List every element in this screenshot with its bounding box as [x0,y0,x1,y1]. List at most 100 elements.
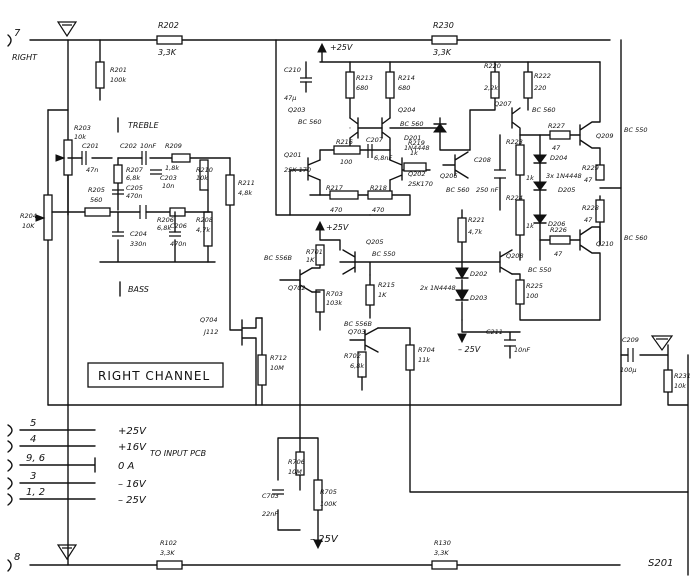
wire-R217-R218 [309,194,411,216]
R712-name: R712 [270,354,287,362]
C202-value: 10nF [140,142,156,150]
capacitor-C205 [112,189,124,195]
wire-servo-integrator [277,279,319,541]
transistor-Q202 [389,157,431,181]
board-label: S201 [648,558,673,569]
resistor-R130 [431,560,458,570]
arrow-m25-mid [457,333,467,344]
R229-value: 47 [584,176,593,184]
potentiometer-R204 [43,194,53,241]
R703-name: R703 [326,290,343,298]
Q207-name: Q207 [494,100,512,108]
resistor-R211 [225,174,235,206]
C703-name: C703 [262,492,279,500]
resistor-R205 [84,207,111,217]
Q204-value: BC 560 [400,120,423,128]
transistor-Q201 [289,157,321,181]
transistor-Q208 [499,249,513,275]
capacitor-C703 [272,489,284,495]
R228-name: R228 [582,204,599,212]
D203-name: D203 [470,294,487,302]
diode-D203 [455,289,469,301]
wiper-R204 [35,214,46,222]
amp-box [275,39,371,216]
bass-label: BASS [128,285,149,294]
R216-name: R216 [336,138,353,146]
diode-D205 [533,181,547,191]
R207-name: R207 [126,166,144,174]
resistor-R206 [169,207,186,217]
R224-value: 1k [526,222,534,230]
R226-value: 47 [554,250,563,258]
R214-value: 680 [398,84,410,92]
R222-name: R222 [534,72,551,80]
resistor-R209 [171,153,191,163]
resistor-R202 [156,35,183,45]
wire-bass-caps [99,211,216,263]
to-input-pcb-wrap: TO INPUT PCB [150,449,207,458]
connector-wires [19,429,96,500]
wire-R703 [311,264,321,331]
Q210-name: Q210 [596,240,614,248]
wire-Q205-Q208 [339,261,501,321]
C206-name: C206 [170,222,187,230]
C207-name: C207 [366,136,384,144]
Q201-name: Q201 [284,151,302,159]
R209-name: R209 [165,142,182,150]
resistor-R210 [199,159,209,191]
diode-D202 [455,267,469,279]
C203-name: C203 [160,174,177,182]
Q206-name: Q206 [440,172,458,180]
arrow-p25-top [317,42,327,53]
R102-name: R102 [160,539,177,547]
resistor-R230 [431,35,458,45]
arrow-m25-bot [313,539,323,550]
wire-R220-R222 [469,61,529,151]
capacitor-C201 [81,151,87,165]
diode-D201 [433,123,447,133]
R208-value: 4,7k [196,226,210,234]
supply-p25-label: +25V [118,426,147,437]
resistor-R704 [405,344,415,371]
R217-value: 470 [330,206,342,214]
R207-value: 6,8k [126,174,140,182]
terminal-8-label: 8 [14,552,20,563]
R205-name: R205 [88,186,105,194]
Q702-name: Q702 [288,284,306,292]
terminal-5-label: 5 [30,418,36,429]
R220-name: R220 [484,62,501,70]
capacitor-C209 [627,348,634,362]
resistor-R703 [315,289,325,313]
resistor-R220 [490,71,500,99]
resistor-R221 [457,217,467,243]
C703-value: 22nF [262,510,278,518]
treble-label: TREBLE [128,121,159,130]
rail-p25 [319,49,601,63]
R220-value: 2,2k [484,84,498,92]
R231-value: 10k [674,382,686,390]
C201-value: 47n [86,166,98,174]
R705-value: 100K [320,500,337,508]
terminal-7-hook [7,34,12,47]
Q203-name: Q203 [288,106,306,114]
capacitor-C206 [169,231,181,237]
wire-R213-R214 [349,61,391,119]
C207-value: 6,8nF [374,154,392,162]
resistor-R705 [313,479,323,511]
C210-value: 47µ [284,94,296,102]
R228-value: 47 [584,216,593,224]
resistor-R213 [345,71,355,99]
ground-triangle-bottom [56,544,78,561]
R223-value: 1k [526,174,534,182]
wire-m25-rail [461,319,521,359]
D201-name: D201 [404,134,421,142]
supply-p16-label: +16V [118,442,147,453]
C210-name: C210 [284,66,301,74]
R712-value: 10M [270,364,284,372]
R701-value: 1K [306,256,315,264]
to-input-pcb-label: TO INPUT PCB [150,449,207,458]
terminal-3-label: 3 [30,471,36,482]
R218-name: R218 [370,184,387,192]
rail-m25-bot-label: – 25V [310,534,339,545]
